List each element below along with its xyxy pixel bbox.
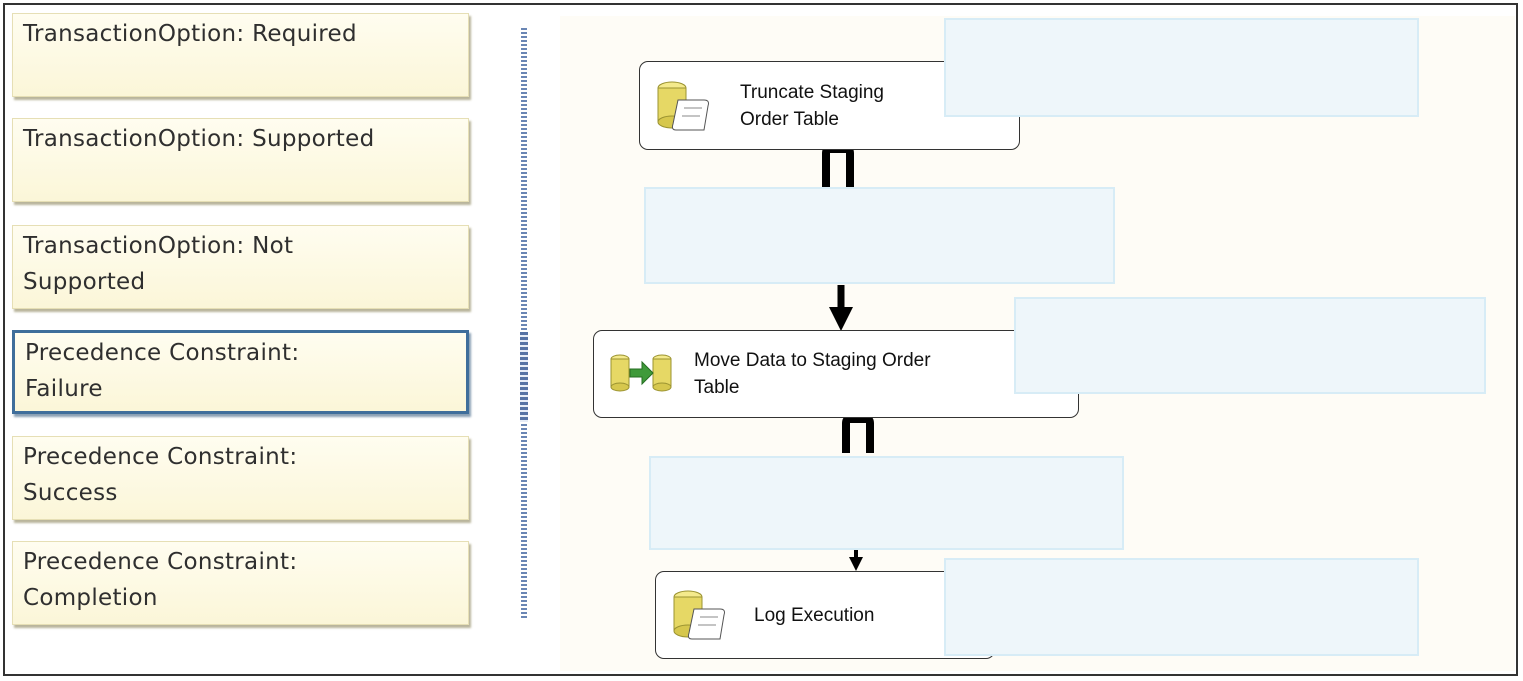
drop-target-task2-transaction[interactable] [1014,297,1486,394]
option-label-line2: Completion [23,585,158,611]
option-precedence-failure[interactable]: Precedence Constraint: Failure [12,330,469,414]
option-label-line1: TransactionOption: Not [23,233,294,259]
connector-1 [822,145,854,187]
task-label-line2: Order Table [740,108,839,130]
data-flow-icon [610,354,672,392]
connector-2 [842,415,874,453]
option-label-line1: TransactionOption: Required [23,21,357,47]
connector-2-arrowhead [849,547,863,571]
task-label-line1: Move Data to Staging Order [694,350,931,371]
panel-divider[interactable] [520,28,528,620]
connector-1-arrowhead [829,285,853,331]
task-label-line2: Table [694,377,740,398]
drop-target-constraint-2[interactable] [649,456,1124,550]
option-label-line2: Failure [25,376,103,402]
divider-grip[interactable] [520,332,528,422]
option-transaction-not-supported[interactable]: TransactionOption: Not Supported [12,225,469,309]
option-transaction-required[interactable]: TransactionOption: Required [12,13,469,97]
task-log-execution[interactable]: Log Execution [655,571,995,659]
option-precedence-success[interactable]: Precedence Constraint: Success [12,436,469,520]
sql-task-icon [673,590,725,640]
drop-target-constraint-1[interactable] [644,187,1115,284]
option-label-line1: TransactionOption: Supported [23,126,375,152]
option-label-line1: Precedence Constraint: [25,340,300,366]
option-label-line1: Precedence Constraint: [23,549,298,575]
drop-target-task3-transaction[interactable] [944,558,1419,656]
task-move-data-staging[interactable]: Move Data to Staging Order Table [593,330,1079,418]
task-label-line1: Log Execution [754,604,875,626]
drop-target-task1-transaction[interactable] [944,18,1419,117]
option-label-line1: Precedence Constraint: [23,444,298,470]
task-label-line1: Truncate Staging [740,81,884,103]
option-transaction-supported[interactable]: TransactionOption: Supported [12,118,469,202]
option-precedence-completion[interactable]: Precedence Constraint: Completion [12,541,469,625]
option-label-line2: Success [23,480,118,506]
sql-task-icon [657,81,709,130]
option-label-line2: Supported [23,269,146,295]
